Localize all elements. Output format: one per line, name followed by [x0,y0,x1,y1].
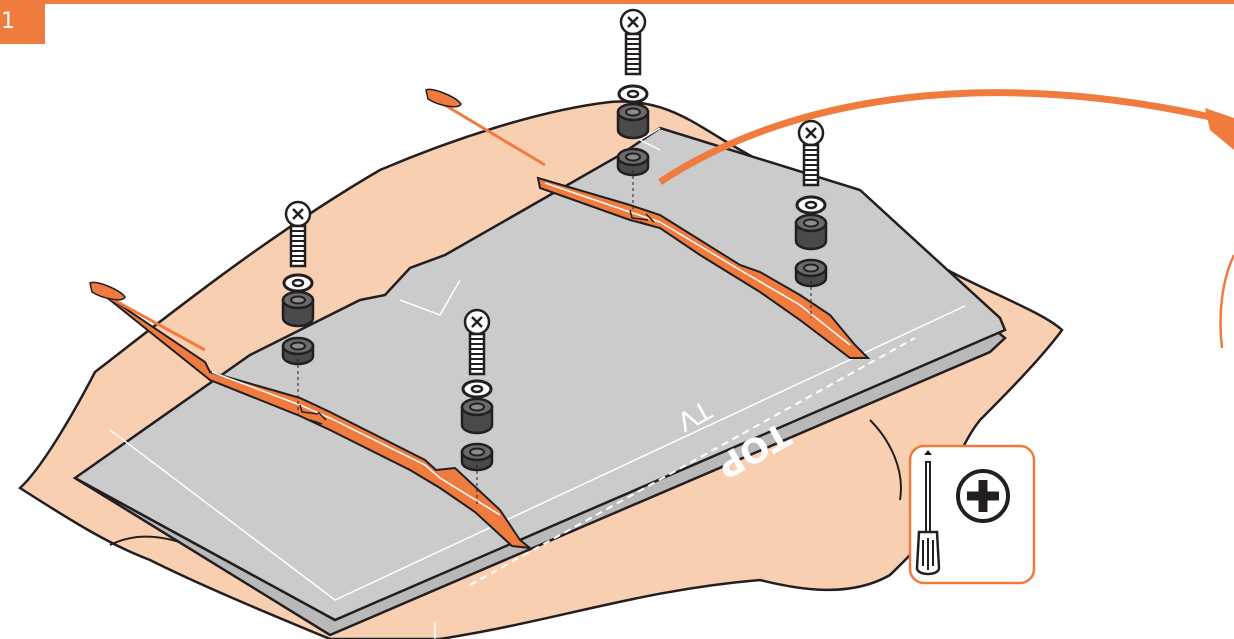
screw [621,10,645,74]
washer [797,197,825,213]
rotate-arrow-head [1205,108,1234,150]
phillips-head-icon [958,471,1008,521]
spacer-tall [462,399,492,433]
washer [284,275,312,291]
spacer-tall [283,292,313,326]
tool-callout [910,446,1034,583]
next-step-outline [1221,255,1234,348]
spacer-tall [618,104,648,138]
washer [463,381,491,397]
spacer-tall [796,215,826,249]
washer [619,86,647,102]
